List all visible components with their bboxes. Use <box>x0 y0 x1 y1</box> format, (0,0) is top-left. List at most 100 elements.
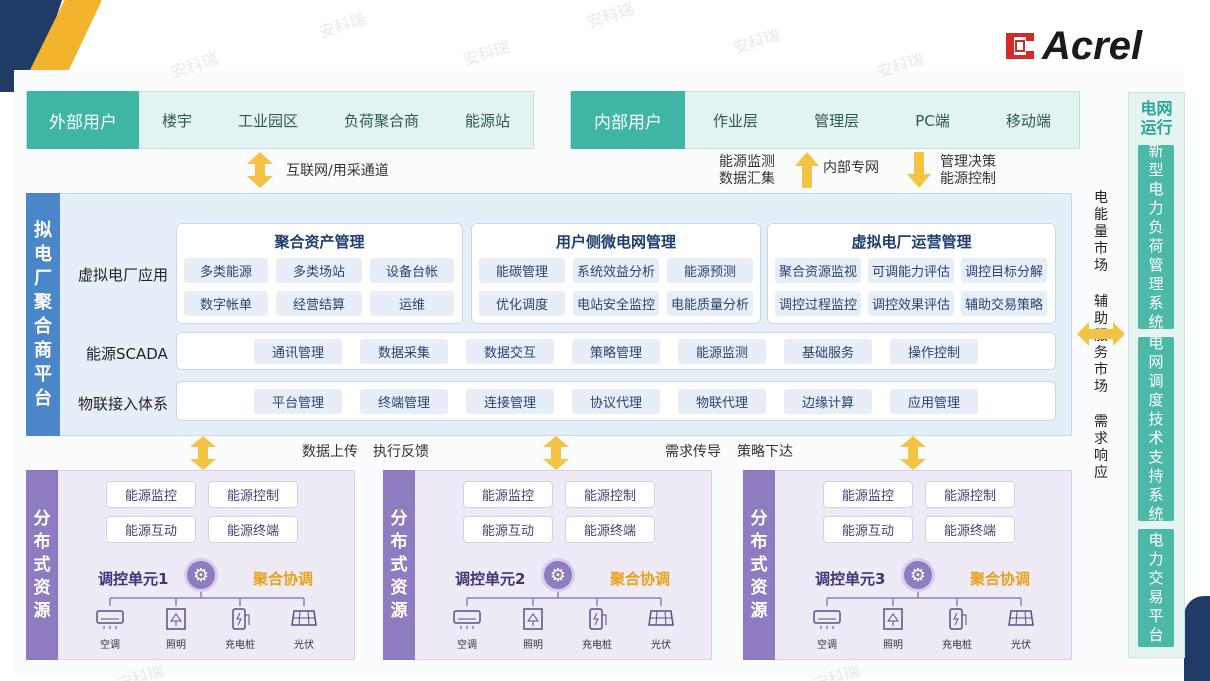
grid-title-line: 电网 <box>1140 99 1173 118</box>
grid-box-char: 调 <box>1148 372 1164 390</box>
function-cell: 运维 <box>370 291 454 316</box>
grid-box-char: 交 <box>1148 569 1164 587</box>
internal-users-items: 作业层 管理层 PC端 移动端 <box>685 110 1079 131</box>
double-arrow-icon <box>190 436 216 470</box>
market-char: 求 <box>1094 431 1108 447</box>
grid-box-char: 新 <box>1148 142 1164 160</box>
dist-title-char: 资 <box>33 577 51 598</box>
double-arrow-icon <box>247 152 273 188</box>
dist-cell: 能源控制 <box>565 481 655 508</box>
function-cell: 电能质量分析 <box>667 291 753 316</box>
up-arrow-icon <box>795 152 819 188</box>
decision-label: 管理决策 能源控制 <box>940 154 996 188</box>
function-cell: 调控过程监控 <box>775 291 861 316</box>
lamp-icon <box>161 607 191 635</box>
internal-user-item: 移动端 <box>1005 111 1051 130</box>
dist-cell: 能源终端 <box>925 516 1015 543</box>
dist-title-char: 源 <box>750 600 768 621</box>
dist-title-char: 布 <box>750 531 768 552</box>
internal-user-item: 作业层 <box>713 111 759 130</box>
scada-cell: 数据采集 <box>360 339 448 364</box>
group-title: 用户侧微电网管理 <box>555 233 676 251</box>
dist-title-char: 分 <box>750 508 768 529</box>
internal-users-title: 内部用户 <box>571 91 685 149</box>
distributed-resource-title: 分布式资源 <box>743 470 775 660</box>
vpp-platform-title-char: 商 <box>34 339 52 361</box>
exec-feedback-label: 执行反馈 <box>373 444 429 460</box>
dist-title-char: 式 <box>390 554 408 575</box>
energy-market-label: 电 能 量 市 场 <box>1092 190 1110 275</box>
watermark: 安科瑞 <box>460 36 513 70</box>
vpp-platform-title-char: 厂 <box>34 267 52 289</box>
grid-box-char: 技 <box>1148 410 1164 428</box>
iot-cell: 边缘计算 <box>784 389 872 414</box>
vpp-app-row-label: 虚拟电厂应用 <box>78 266 169 284</box>
device-label: 空调 <box>100 640 120 651</box>
iot-cell: 连接管理 <box>466 389 554 414</box>
grid-box-char: 网 <box>1148 353 1164 371</box>
grid-box-char: 易 <box>1148 588 1164 606</box>
grid-box-char: 理 <box>1148 275 1164 293</box>
down-arrow-icon <box>907 152 931 188</box>
market-char: 助 <box>1094 311 1108 327</box>
dist-cell: 能源监控 <box>106 481 196 508</box>
solar-panel-icon <box>646 607 676 635</box>
grid-box-char: 度 <box>1148 391 1164 409</box>
lamp-icon <box>878 607 908 635</box>
market-char: 市 <box>1094 241 1108 257</box>
control-unit-label: 调控单元3 <box>815 570 886 588</box>
iot-row-label: 物联接入体系 <box>78 395 169 413</box>
grid-box-char: 电 <box>1148 334 1164 352</box>
grid-box-char: 平 <box>1148 607 1164 625</box>
dist-cell: 能源终端 <box>565 516 655 543</box>
function-cell: 数字帐单 <box>184 291 268 316</box>
energy-monitor-line: 数据汇集 <box>719 171 775 187</box>
device-label: 空调 <box>457 640 477 651</box>
iot-cell: 终端管理 <box>360 389 448 414</box>
market-char: 场 <box>1094 379 1108 395</box>
group-title: 虚拟电厂运营管理 <box>851 233 972 251</box>
air-conditioner-icon <box>812 607 842 635</box>
scada-row-label: 能源SCADA <box>86 345 168 363</box>
energy-monitor-label: 能源监测 数据汇集 <box>719 154 775 188</box>
double-arrow-icon <box>900 436 926 470</box>
scada-cell: 操作控制 <box>890 339 978 364</box>
watermark: 安科瑞 <box>730 24 783 58</box>
solar-panel-icon <box>1006 607 1036 635</box>
dist-title-char: 分 <box>33 508 51 529</box>
scada-cell: 策略管理 <box>572 339 660 364</box>
function-cell: 辅助交易策略 <box>961 291 1047 316</box>
dist-cell: 能源监控 <box>463 481 553 508</box>
private-net-label: 内部专网 <box>823 160 879 176</box>
vpp-platform-title-char: 合 <box>34 315 52 337</box>
grid-box-char: 持 <box>1148 467 1164 485</box>
market-char: 应 <box>1094 465 1108 481</box>
market-char: 场 <box>1094 258 1108 274</box>
market-char: 响 <box>1094 448 1108 464</box>
function-cell: 设备台帐 <box>370 258 454 283</box>
double-arrow-icon <box>543 436 569 470</box>
device-label: 照明 <box>166 640 186 651</box>
grid-box-char: 统 <box>1148 313 1164 331</box>
air-conditioner-icon <box>95 607 125 635</box>
grid-box-char: 台 <box>1148 626 1164 644</box>
device-label: 空调 <box>817 640 837 651</box>
vpp-platform-title-char: 电 <box>34 243 52 265</box>
external-user-item: 能源站 <box>464 111 510 130</box>
device-tree-lines <box>109 592 305 606</box>
dist-cell: 能源互动 <box>106 516 196 543</box>
demand-label: 需求传导 <box>665 444 721 460</box>
grid-box-char: 力 <box>1148 199 1164 217</box>
charger-icon <box>225 607 255 635</box>
grid-box-char: 统 <box>1148 505 1164 523</box>
market-char: 量 <box>1094 224 1108 240</box>
internal-user-item: PC端 <box>915 111 950 130</box>
external-users-items: 楼宇 工业园区 负荷聚合商 能源站 <box>139 110 533 131</box>
grid-box-char: 支 <box>1148 448 1164 466</box>
corner-decoration-right <box>1184 596 1210 681</box>
grid-box-char: 负 <box>1148 218 1164 236</box>
decision-line: 能源控制 <box>940 171 996 187</box>
dist-cell: 能源控制 <box>208 481 298 508</box>
vpp-platform-title-char: 平 <box>34 363 52 385</box>
aggregation-coordination-label: 聚合协调 <box>610 570 671 588</box>
